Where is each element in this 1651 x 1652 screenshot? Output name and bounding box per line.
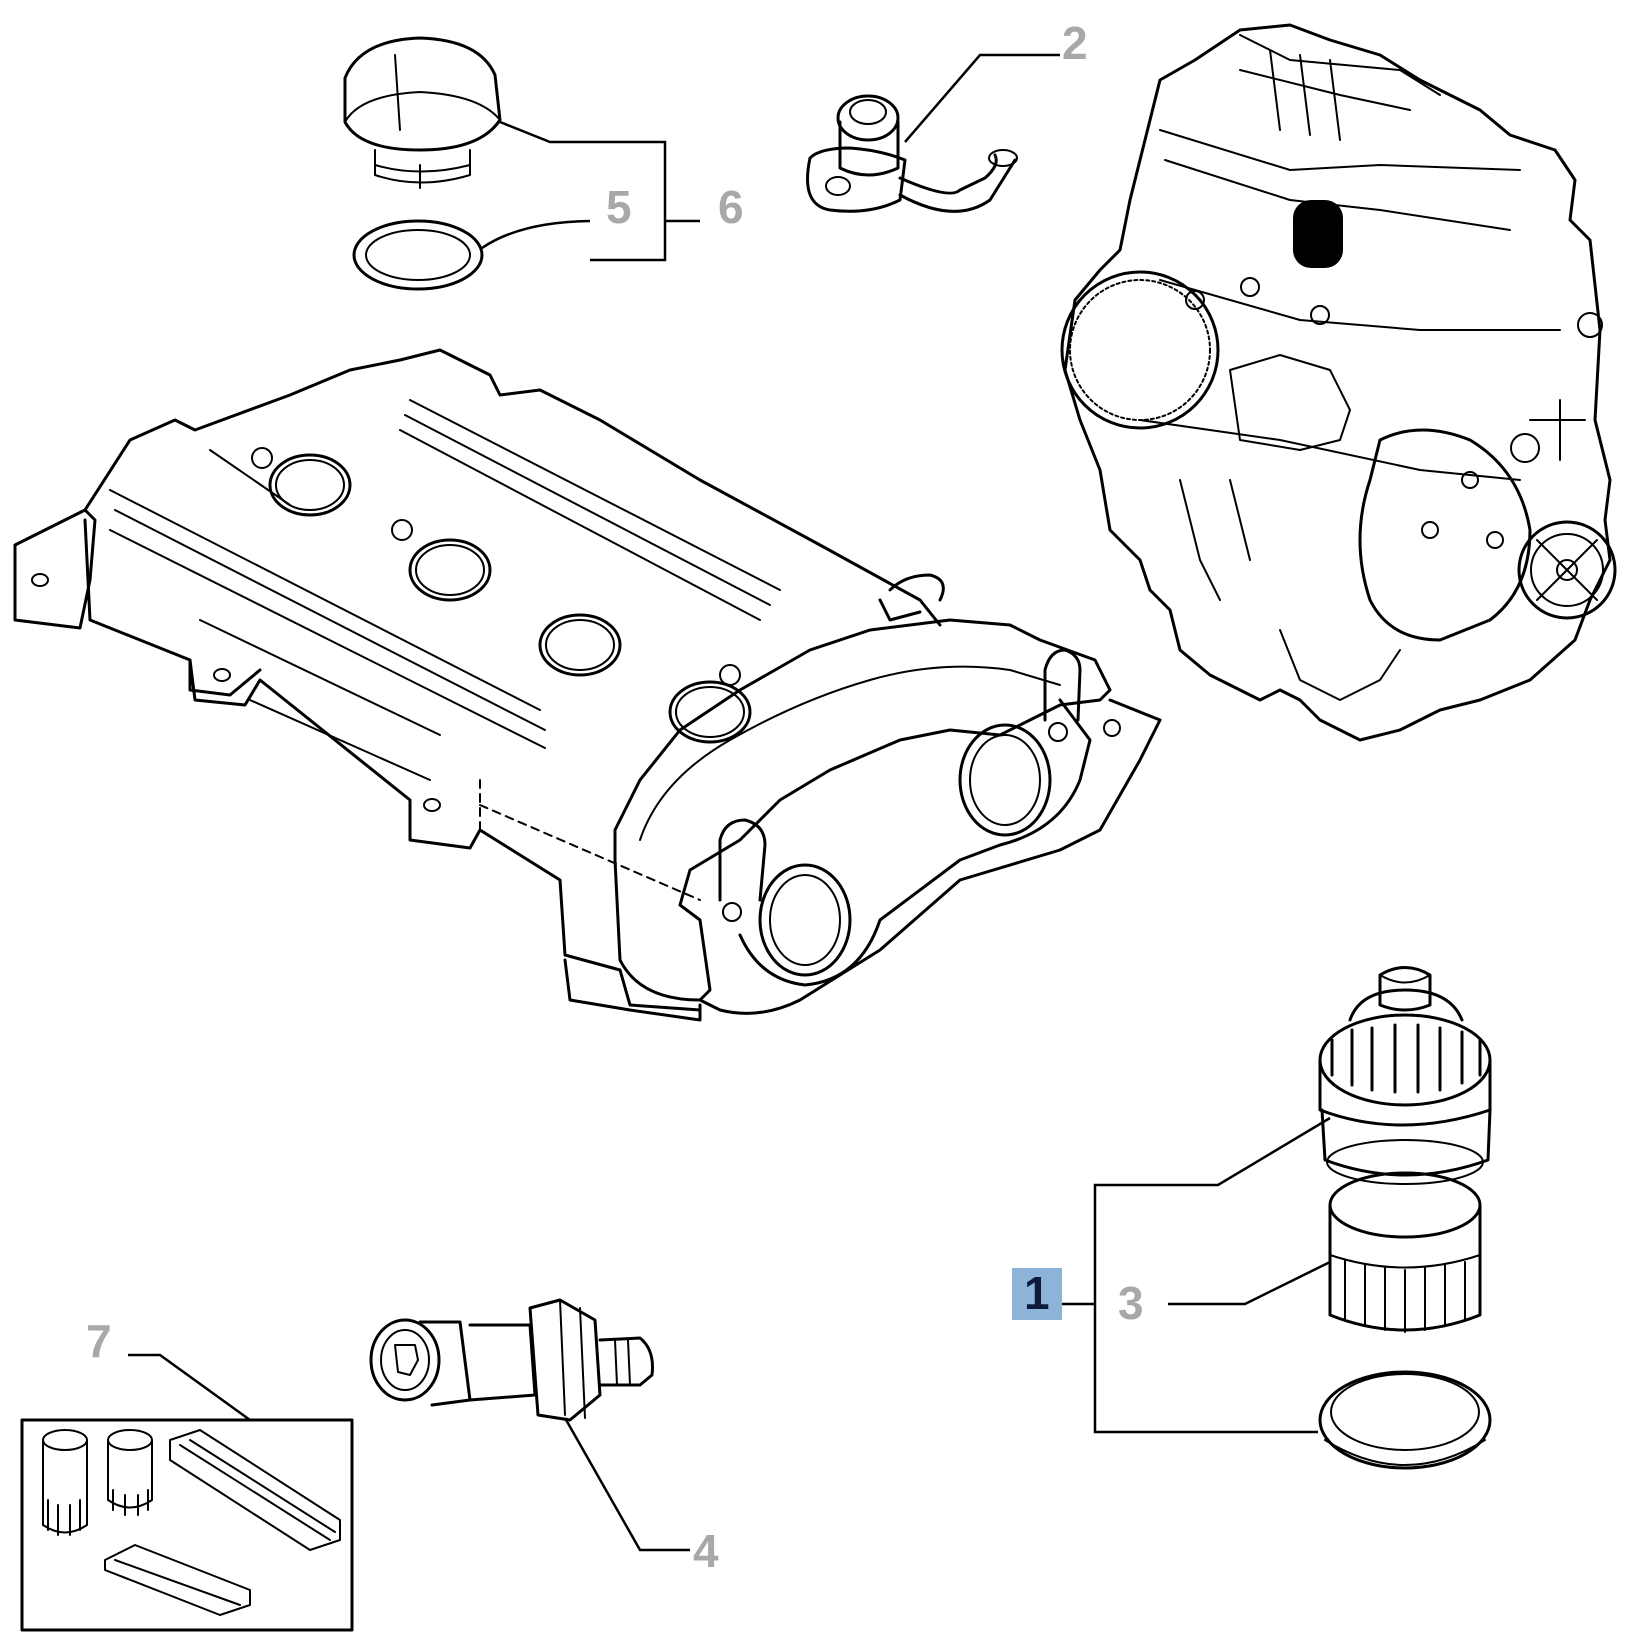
- callout-1[interactable]: 1: [1012, 1268, 1062, 1320]
- cylinder-head-cover[interactable]: [13, 348, 945, 1012]
- leader-line-1: [1058, 1116, 1331, 1434]
- leader-line-5: [481, 219, 591, 250]
- filter-service-kit[interactable]: [20, 1418, 354, 1632]
- filler-cap-seal-ring[interactable]: [352, 219, 484, 291]
- callout-4[interactable]: 4: [693, 1525, 719, 1577]
- oil-filter-cartridge[interactable]: [1328, 1171, 1482, 1333]
- callout-3[interactable]: 3: [1118, 1277, 1144, 1329]
- leader-line-6: [499, 120, 700, 262]
- callout-7[interactable]: 7: [86, 1315, 112, 1367]
- oil-pressure-sensor[interactable]: [369, 1298, 654, 1422]
- oil-filler-cap[interactable]: [343, 36, 502, 189]
- engine-part-highlight: [1293, 200, 1343, 268]
- callout-6[interactable]: 6: [718, 181, 744, 233]
- spark-plug-well-gasket[interactable]: [563, 618, 1162, 1022]
- callout-5[interactable]: 5: [606, 181, 632, 233]
- leader-line-3: [1168, 1260, 1331, 1306]
- engine-assembly: [1060, 23, 1617, 742]
- oil-filter-housing-gasket[interactable]: [1318, 1370, 1492, 1470]
- leader-line-7: [128, 1353, 251, 1422]
- leader-line-2: [904, 53, 1060, 143]
- leader-line-4: [563, 1417, 690, 1552]
- oil-filter-housing-cap[interactable]: [1318, 966, 1492, 1185]
- callout-2[interactable]: 2: [1062, 17, 1088, 69]
- breather-valve[interactable]: [806, 94, 1018, 213]
